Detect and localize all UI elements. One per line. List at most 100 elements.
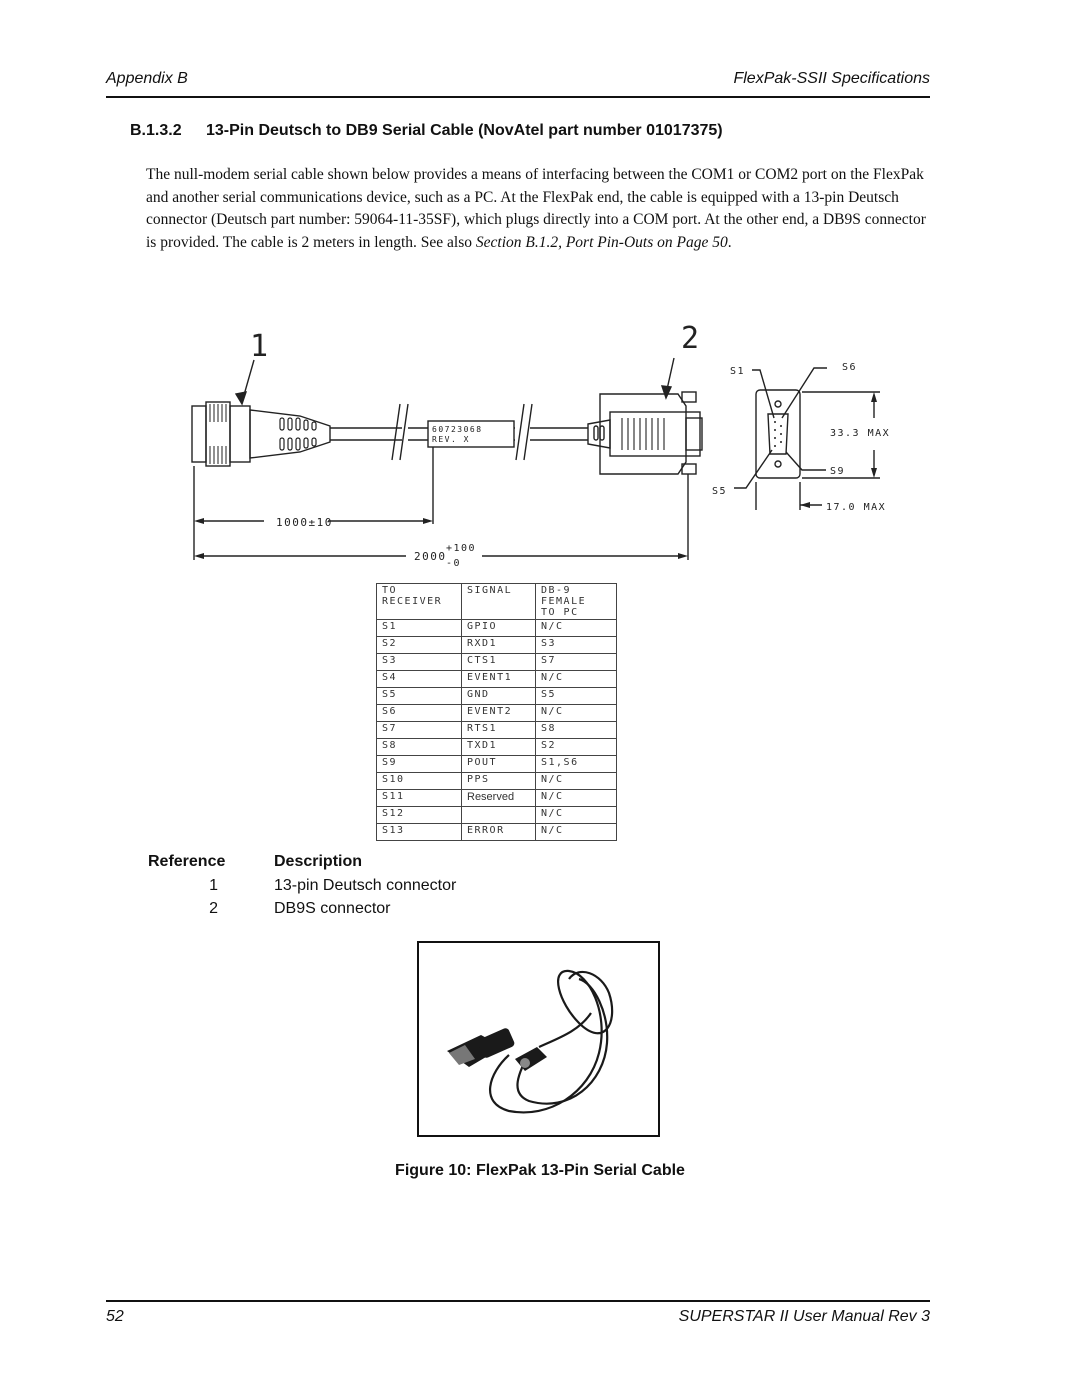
section-number: B.1.3.2 xyxy=(130,122,182,139)
cell: S5 xyxy=(376,687,462,705)
cell: POUT xyxy=(461,755,536,773)
cell: N/C xyxy=(535,704,617,722)
figure-caption: Figure 10: FlexPak 13-Pin Serial Cable xyxy=(395,1162,685,1179)
strain-relief xyxy=(249,409,331,459)
cell: RXD1 xyxy=(461,636,536,654)
deutsch-connector-face xyxy=(191,405,207,463)
section-title: 13-Pin Deutsch to DB9 Serial Cable (NovA… xyxy=(206,122,723,139)
dim-2000-label: 2000 xyxy=(414,550,447,563)
db9-width-label: 17.0 MAX xyxy=(826,502,886,513)
reference-number: 1 xyxy=(209,877,218,894)
cell: S6 xyxy=(376,704,462,722)
cell: N/C xyxy=(535,772,617,790)
callout-2-label: 2 xyxy=(681,321,701,356)
db9-height-label: 33.3 MAX xyxy=(830,428,890,439)
cell: N/C xyxy=(535,619,617,637)
cell: S3 xyxy=(376,653,462,671)
db9-label-s6: S6 xyxy=(842,362,857,373)
page-footer: 52 SUPERSTAR II User Manual Rev 3 xyxy=(106,1300,930,1325)
cell: N/C xyxy=(535,670,617,688)
cell: N/C xyxy=(535,806,617,824)
pinout-header-db9-line1: DB-9 FEMALE xyxy=(541,585,587,607)
cell xyxy=(461,806,536,824)
cell: S10 xyxy=(376,772,462,790)
cell: EVENT2 xyxy=(461,704,536,722)
cell: GND xyxy=(461,687,536,705)
cell: Reserved xyxy=(461,789,536,807)
callout-1-label: 1 xyxy=(250,329,270,364)
label-part-number: 60723068 xyxy=(432,425,483,434)
cell: S2 xyxy=(376,636,462,654)
page-number: 52 xyxy=(106,1308,124,1325)
cell: S4 xyxy=(376,670,462,688)
reference-header: Reference Description xyxy=(148,853,362,871)
header-left: Appendix B xyxy=(106,70,188,87)
pinout-header-db9-line2: TO PC xyxy=(541,607,579,618)
table-row: S12 N/C xyxy=(376,806,617,824)
cell: ERROR xyxy=(461,823,536,841)
label-rev: REV. X xyxy=(432,435,470,444)
cell: N/C xyxy=(535,789,617,807)
db9-backshell xyxy=(609,411,701,457)
cell: EVENT1 xyxy=(461,670,536,688)
cell: S7 xyxy=(376,721,462,739)
break-mark xyxy=(391,403,409,461)
list-item: 1 13-pin Deutsch connector xyxy=(148,877,548,895)
cell: S1 xyxy=(376,619,462,637)
cable-drawing: 1 2 60723068 REV. X 1000±10 2000 +100 -0… xyxy=(191,321,890,569)
pinout-header-signal: SIGNAL xyxy=(461,583,536,620)
pinout-header-receiver: TO RECEIVER xyxy=(376,583,462,620)
cell: S8 xyxy=(535,721,617,739)
cell: S5 xyxy=(535,687,617,705)
reference-header-ref: Reference xyxy=(148,853,226,870)
dim-tol-plus: +100 xyxy=(446,543,476,554)
list-item: 2 DB9S connector xyxy=(148,900,548,918)
header-right: FlexPak-SSII Specifications xyxy=(733,70,930,87)
cell: S9 xyxy=(376,755,462,773)
db9-face-outline xyxy=(755,389,801,479)
cell: GPIO xyxy=(461,619,536,637)
cell: N/C xyxy=(535,823,617,841)
db9-label-s9: S9 xyxy=(830,466,845,477)
cell: S1,S6 xyxy=(535,755,617,773)
section-heading: B.1.3.2 13-Pin Deutsch to DB9 Serial Cabl… xyxy=(130,122,723,140)
cell: S2 xyxy=(535,738,617,756)
dim-1000-label: 1000±10 xyxy=(276,516,333,529)
cell: S7 xyxy=(535,653,617,671)
body-text: The null-modem serial cable shown below … xyxy=(146,166,926,251)
cell: TXD1 xyxy=(461,738,536,756)
dim-tol-minus: -0 xyxy=(446,558,461,569)
reference-number: 2 xyxy=(209,900,218,917)
cable-label xyxy=(427,420,515,448)
cross-reference-link[interactable]: Section B.1.2, Port Pin-Outs on Page 50 xyxy=(475,233,728,251)
cell: S13 xyxy=(376,823,462,841)
body-paragraph: The null-modem serial cable shown below … xyxy=(146,164,936,254)
footer-title: SUPERSTAR II User Manual Rev 3 xyxy=(678,1308,930,1325)
reference-header-desc: Description xyxy=(274,853,363,870)
cell: S8 xyxy=(376,738,462,756)
reference-description: DB9S connector xyxy=(274,900,391,917)
cell: CTS1 xyxy=(461,653,536,671)
reference-description: 13-pin Deutsch connector xyxy=(274,877,457,894)
cell: S11 xyxy=(376,789,462,807)
db9-socket xyxy=(767,413,789,455)
cell: RTS1 xyxy=(461,721,536,739)
cell: S12 xyxy=(376,806,462,824)
body-text-end: . xyxy=(727,233,732,251)
cable-photo xyxy=(417,941,660,1137)
db9-label-s5: S5 xyxy=(712,486,727,497)
